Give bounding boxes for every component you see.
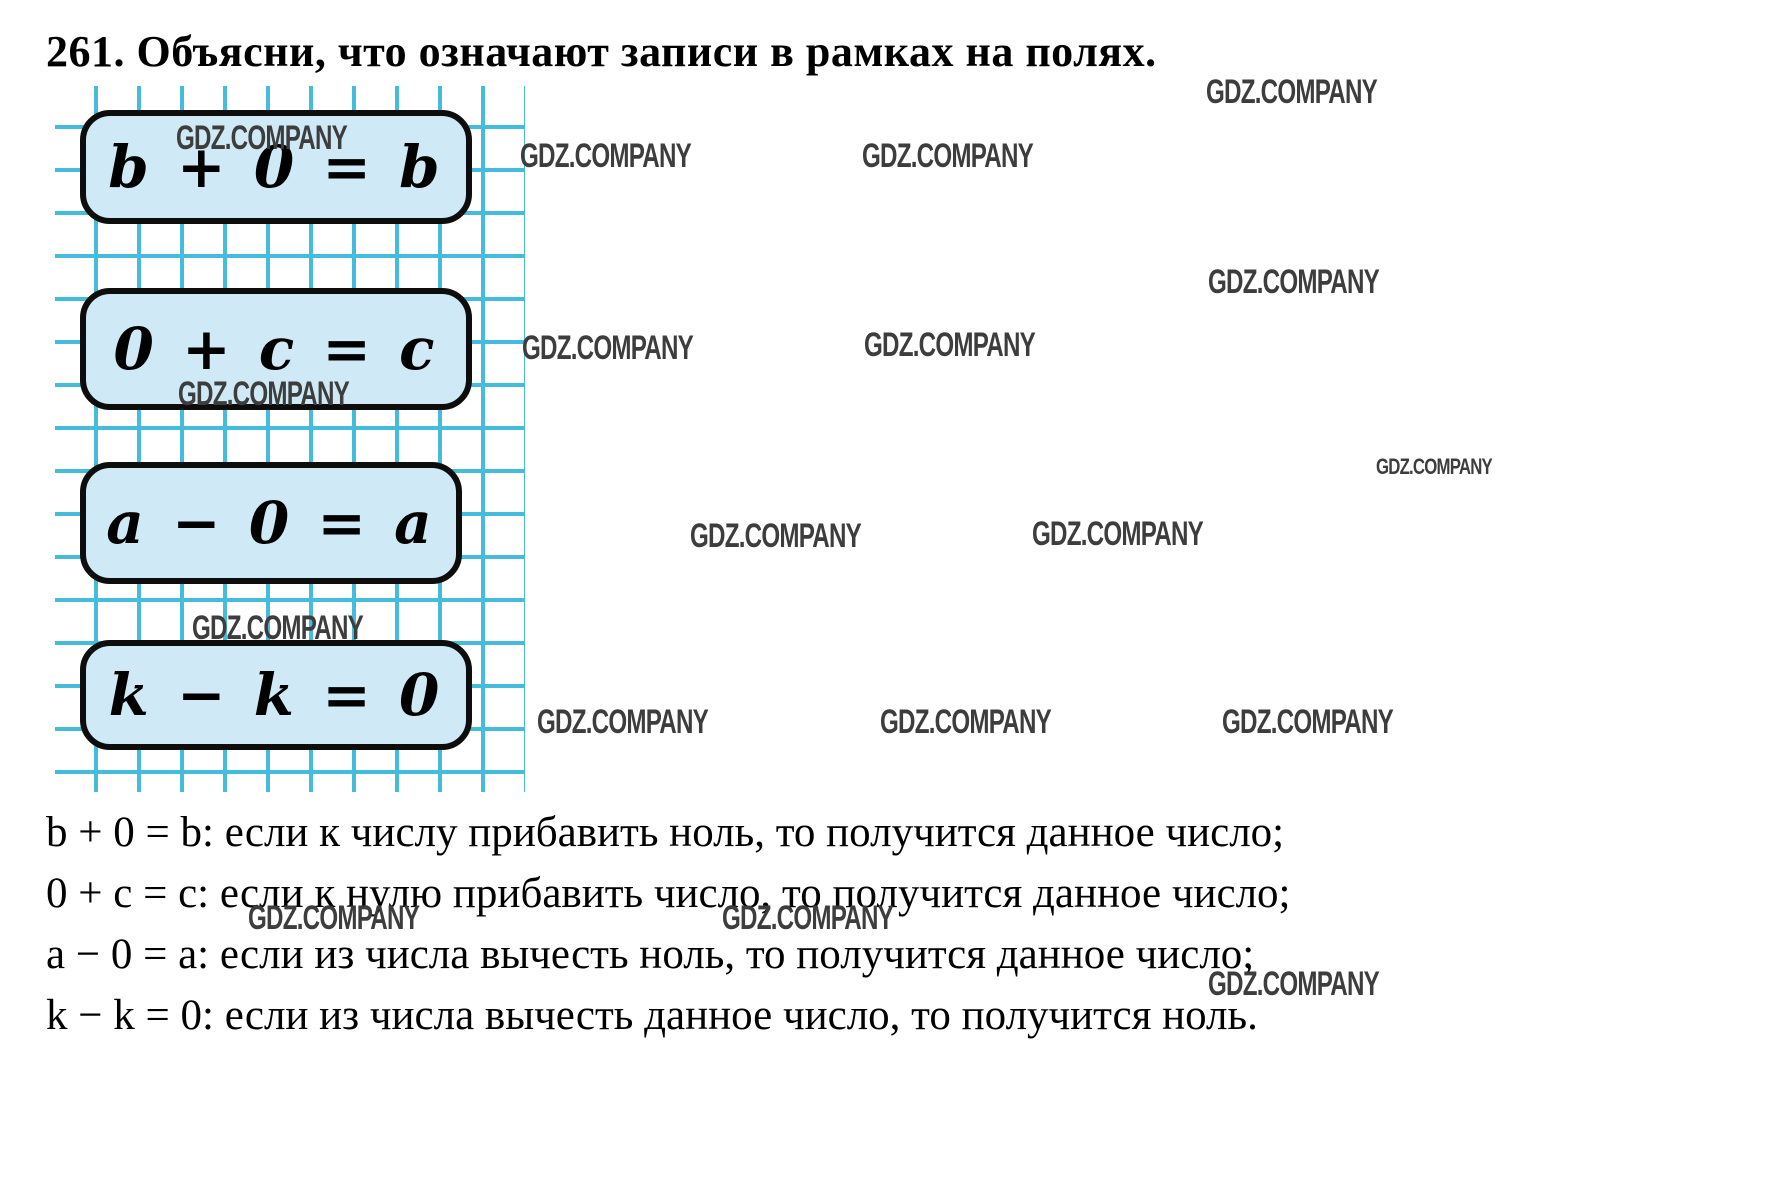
answer-line-1: b + 0 = b: если к числу прибавить ноль, …	[46, 809, 1285, 856]
formula-a-minus-0: a − 0 = a	[106, 489, 436, 557]
watermark: GDZ.COMPANY	[1376, 455, 1493, 480]
watermark: GDZ.COMPANY	[862, 136, 1034, 175]
watermark: GDZ.COMPANY	[1222, 702, 1394, 741]
watermark: GDZ.COMPANY	[520, 136, 692, 175]
answers-block: b + 0 = b: если к числу прибавить ноль, …	[46, 802, 1746, 1046]
answer-line-2: 0 + c = c: если к нулю прибавить число, …	[46, 870, 1291, 917]
formula-box-1: b + 0 = b	[80, 110, 472, 224]
watermark: GDZ.COMPANY	[1208, 262, 1380, 301]
formula-box-3: a − 0 = a	[80, 462, 462, 584]
answer-line-3: a − 0 = a: если из числа вычесть ноль, т…	[46, 931, 1255, 978]
formula-b-plus-0: b + 0 = b	[108, 133, 444, 201]
answer-line-4: k − k = 0: если из числа вычесть данное …	[46, 992, 1258, 1039]
watermark: GDZ.COMPANY	[522, 328, 694, 367]
exercise-title: 261. Объясни, что означают записи в рамк…	[46, 27, 1157, 76]
watermark: GDZ.COMPANY	[880, 702, 1052, 741]
watermark: GDZ.COMPANY	[1206, 72, 1378, 111]
formula-0-plus-c: 0 + c = c	[113, 315, 439, 383]
watermark: GDZ.COMPANY	[690, 516, 862, 555]
formula-k-minus-k: k − k = 0	[108, 661, 444, 729]
watermark: GDZ.COMPANY	[537, 702, 709, 741]
watermark: GDZ.COMPANY	[864, 325, 1036, 364]
formula-box-4: k − k = 0	[80, 640, 472, 750]
watermark: GDZ.COMPANY	[1032, 514, 1204, 553]
formula-box-2: 0 + c = c	[80, 288, 472, 410]
